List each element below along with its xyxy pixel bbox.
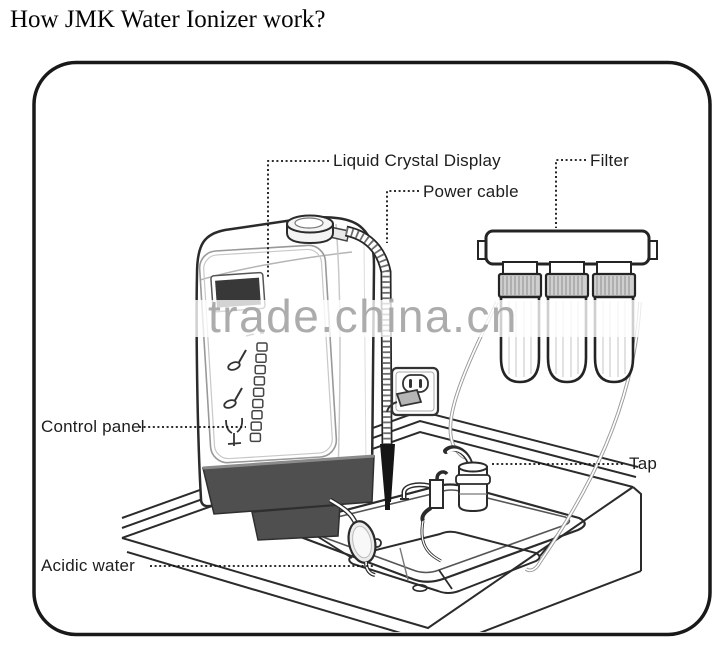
ionizer-tap — [443, 445, 491, 513]
flex-hose — [344, 225, 395, 510]
drain-nozzle-tip — [385, 502, 390, 510]
leader-lines — [139, 159, 624, 567]
kitchen-faucet — [400, 470, 449, 563]
sink-bottom — [348, 530, 541, 594]
drain-nozzle — [380, 444, 395, 502]
plug-cord — [386, 401, 398, 413]
counter-thickness-edge — [437, 570, 642, 632]
counter-thickness-edge — [126, 551, 432, 632]
front-panel-outline — [198, 244, 338, 464]
tap-top — [458, 461, 488, 473]
label-power-cable: Power cable — [423, 182, 519, 201]
diagram-frame — [32, 60, 712, 637]
cup-icon — [223, 387, 243, 409]
power-plug — [395, 388, 423, 408]
ionizer-unit — [195, 214, 376, 541]
sink-wall-edge — [399, 547, 409, 581]
face-separation — [335, 223, 341, 479]
socket-slot — [419, 379, 422, 388]
label-filter: Filter — [590, 151, 629, 170]
tap-collar — [455, 474, 491, 485]
watermark: trade.china.cn — [208, 290, 518, 342]
power-outlet — [386, 366, 440, 417]
top-cap — [286, 214, 350, 245]
leader-lcd — [267, 160, 329, 277]
cup-icon — [227, 349, 247, 371]
faucet-handle — [435, 470, 449, 480]
sink-wall-edge — [438, 569, 453, 590]
page-title: How JMK Water Ionizer work? — [10, 6, 326, 33]
bracket-tab — [649, 240, 658, 260]
leader-power-cable — [386, 190, 419, 243]
bracket-tab — [477, 240, 486, 260]
tap-body — [458, 466, 488, 513]
label-acidic-water: Acidic water — [41, 556, 136, 575]
control-panel — [223, 332, 268, 446]
label-lcd: Liquid Crystal Display — [333, 151, 501, 170]
filter-bracket — [484, 229, 651, 266]
leader-filter — [555, 159, 586, 228]
faucet-sprayer — [420, 506, 433, 522]
label-control-panel: Control panel — [41, 417, 145, 436]
ionizer-foot — [251, 504, 341, 541]
acid-water-outlet — [328, 497, 382, 577]
control-buttons — [249, 342, 268, 443]
drain — [412, 583, 428, 592]
label-tap: Tap — [629, 454, 658, 473]
counter-right-face — [632, 486, 642, 571]
watermark-band — [37, 300, 701, 337]
socket-slot — [409, 379, 412, 388]
faucet-body — [429, 479, 444, 509]
